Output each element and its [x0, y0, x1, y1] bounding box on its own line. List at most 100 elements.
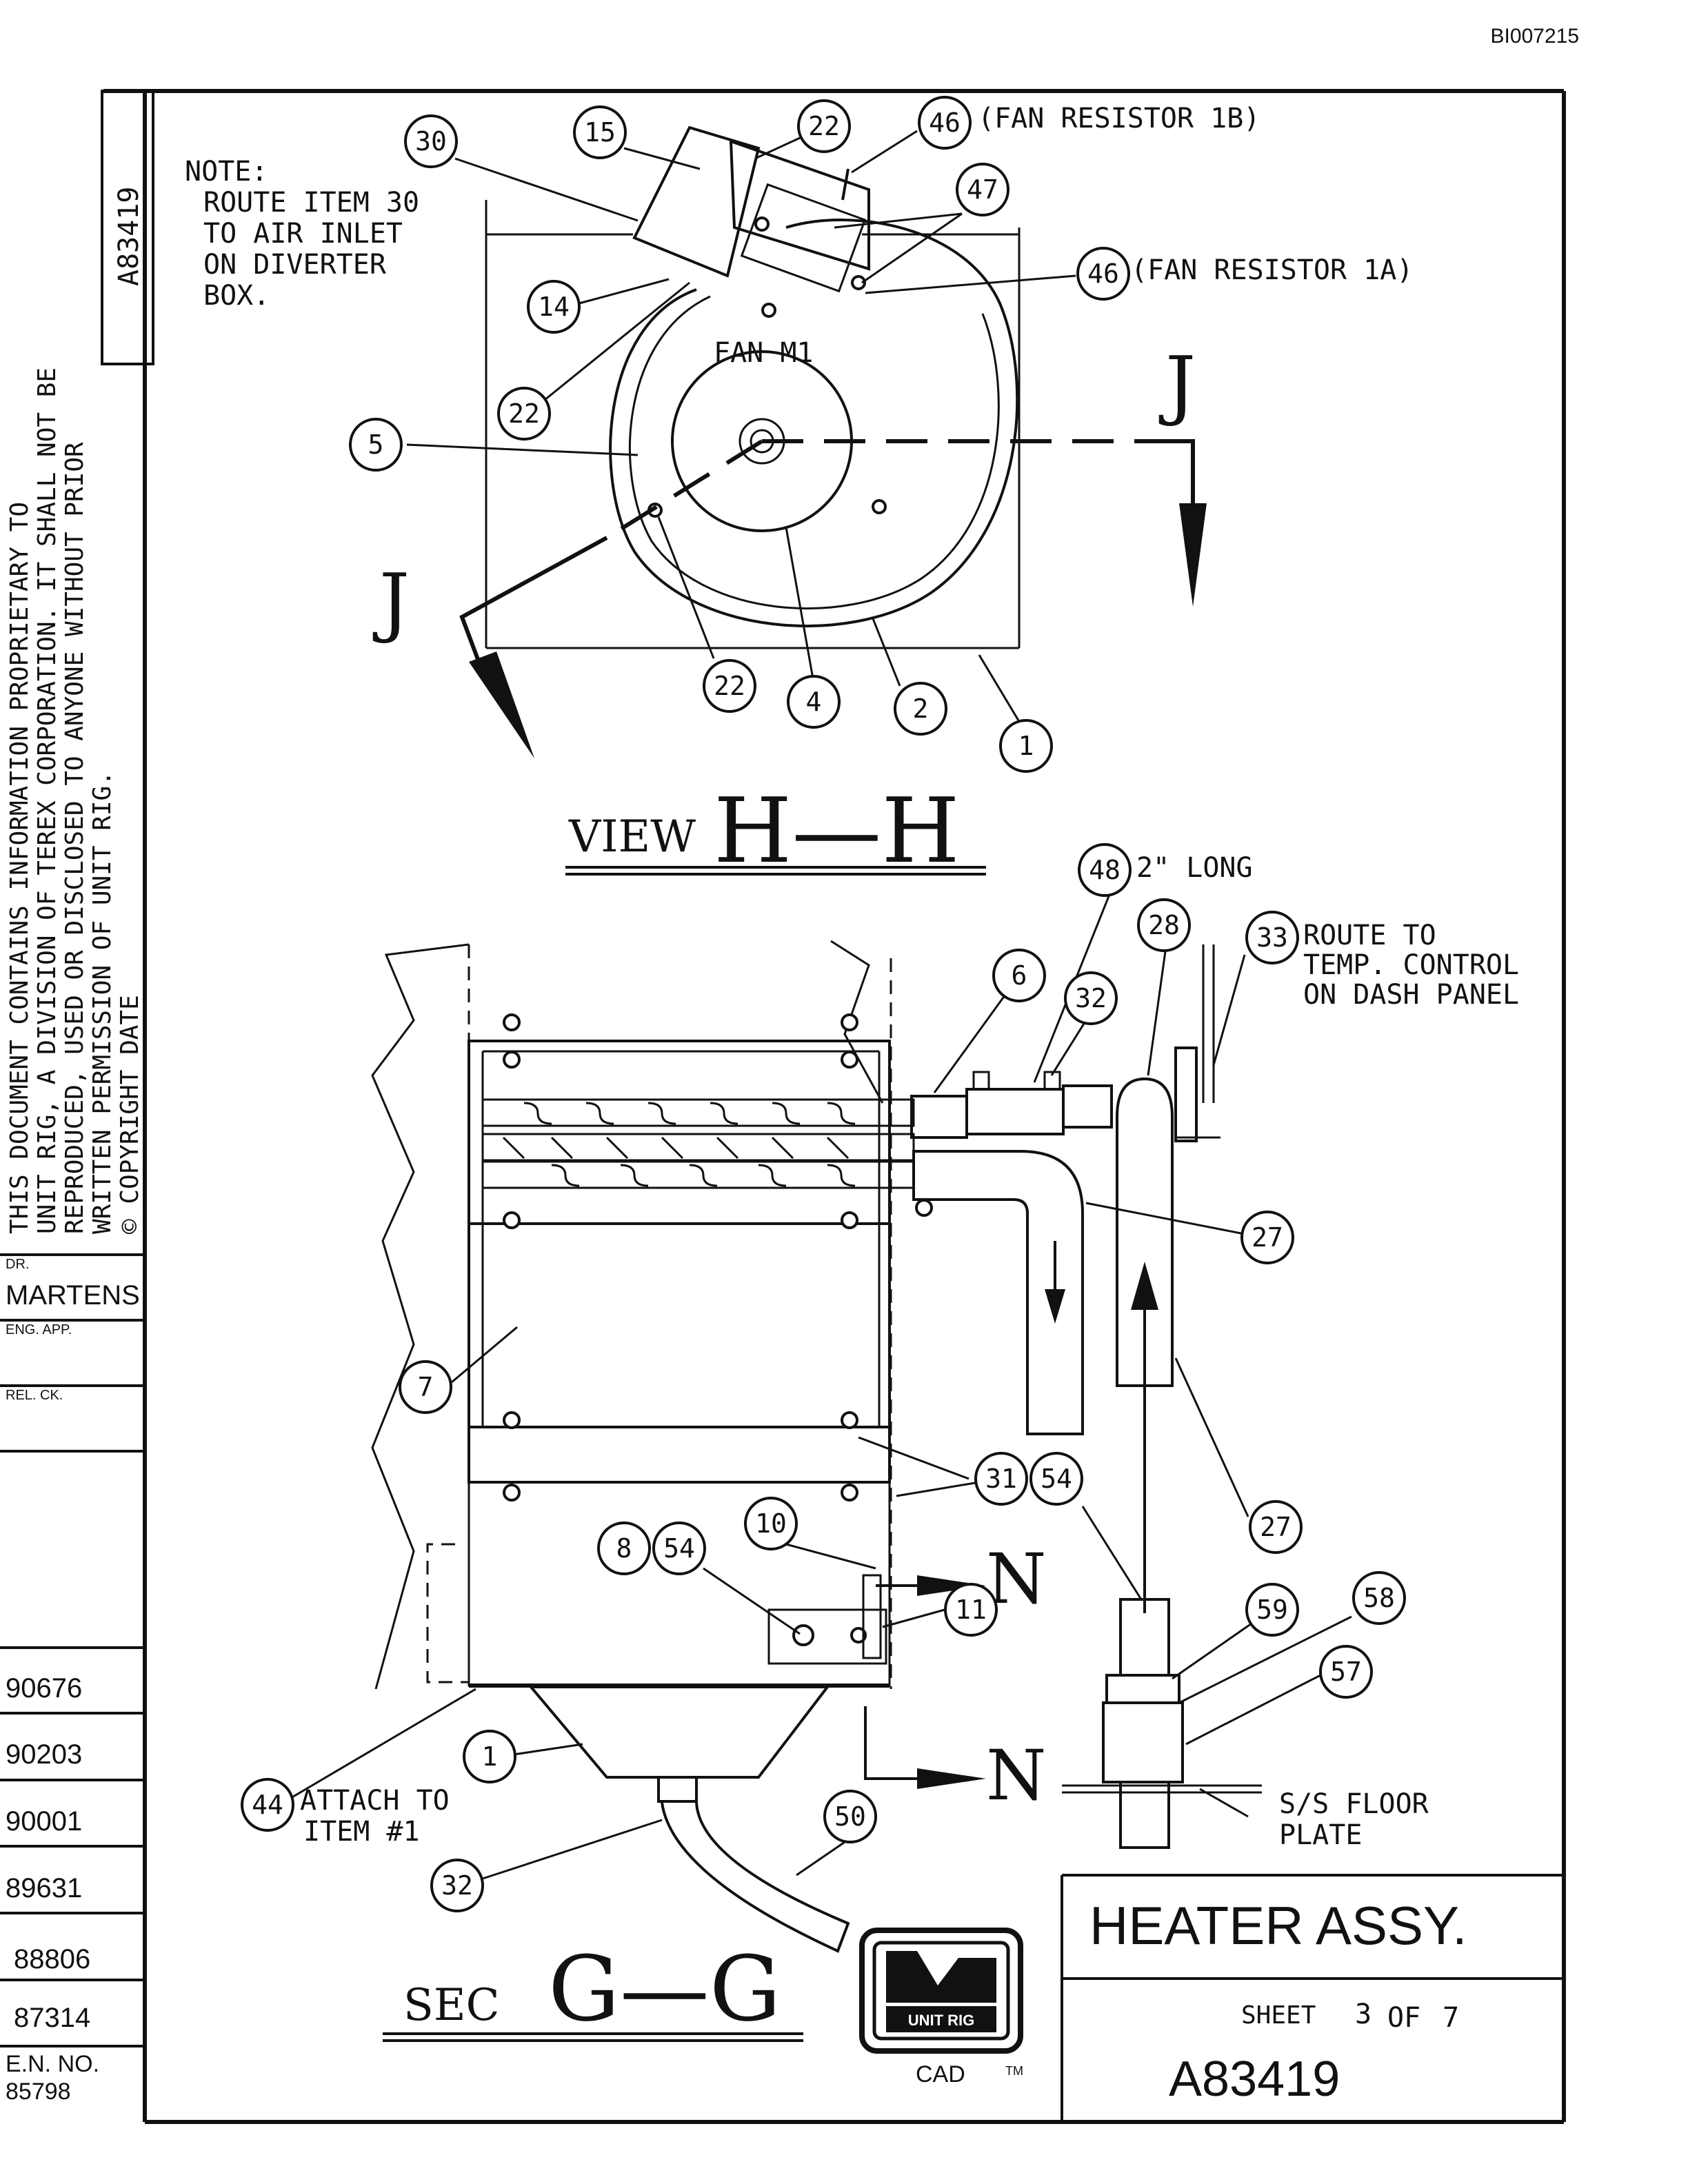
- callout-44-line-1: ATTACH TO: [300, 1785, 450, 1817]
- bubble-46b: 46: [918, 96, 972, 150]
- rel-label: REL. CK.: [6, 1388, 63, 1403]
- tm-label: TM: [1005, 2064, 1023, 2078]
- sheet-of: OF: [1387, 2002, 1420, 2034]
- svg-text:50: 50: [834, 1801, 866, 1832]
- svg-text:44: 44: [252, 1790, 283, 1820]
- section-j-right: J: [1158, 340, 1196, 428]
- svg-text:30: 30: [415, 126, 447, 156]
- sheet-total: 7: [1443, 2002, 1459, 2034]
- titleblock-title: HEATER ASSY.: [1089, 1895, 1467, 1956]
- notice-line-1: THIS DOCUMENT CONTAINS INFORMATION PROPR…: [6, 502, 34, 1234]
- bubble-57: 57: [1319, 1645, 1373, 1699]
- svg-text:47: 47: [967, 174, 998, 205]
- svg-text:22: 22: [508, 398, 540, 429]
- bubble-46a: 46: [1076, 247, 1130, 301]
- titleblock: [1061, 1874, 1564, 2122]
- svg-text:32: 32: [1075, 983, 1107, 1013]
- note-line-4: ON DIVERTER: [203, 249, 387, 281]
- sec-gg-letters: G—G: [548, 1937, 781, 2041]
- cad-label: CAD: [916, 2061, 965, 2087]
- svg-text:7: 7: [418, 1372, 434, 1402]
- view-hh-letters: H—H: [714, 778, 960, 883]
- unit-rig-logo: UNIT RIG: [859, 1928, 1023, 2054]
- rev-3: 90001: [6, 1806, 82, 1837]
- bubble-54b: 54: [652, 1521, 706, 1575]
- svg-text:1: 1: [482, 1741, 498, 1772]
- callout-48-text: 2" LONG: [1136, 852, 1253, 884]
- callout-44-line-2: ITEM #1: [303, 1816, 420, 1848]
- svg-text:5: 5: [368, 429, 384, 460]
- svg-text:32: 32: [441, 1870, 473, 1901]
- svg-text:33: 33: [1256, 922, 1288, 953]
- sheet-label: SHEET: [1241, 2001, 1316, 2030]
- svg-text:1: 1: [1018, 731, 1034, 761]
- svg-text:22: 22: [714, 671, 745, 701]
- bubble-22a: 22: [797, 99, 851, 153]
- rev-2: 90203: [6, 1739, 82, 1770]
- sec-gg-drawing: [282, 892, 1352, 1953]
- fan-resistor-1b: (FAN RESISTOR 1B): [978, 103, 1260, 134]
- callout-33-line-2: TEMP. CONTROL: [1303, 949, 1519, 981]
- floor-plate-line-1: S/S FLOOR: [1279, 1788, 1429, 1820]
- fan-label: FAN M1: [714, 337, 814, 369]
- eng-label: ENG. APP.: [6, 1322, 72, 1337]
- note-text: NOTE: ROUTE ITEM 30 TO AIR INLET ON DIVE…: [185, 156, 419, 312]
- svg-text:31: 31: [985, 1464, 1017, 1494]
- section-n-bottom: N: [986, 1735, 1047, 1816]
- rev-6: 87314: [14, 2003, 90, 2033]
- svg-text:58: 58: [1363, 1583, 1395, 1613]
- svg-text:22: 22: [808, 111, 840, 141]
- svg-text:59: 59: [1256, 1595, 1288, 1625]
- bubble-32b: 32: [430, 1859, 484, 1912]
- bubble-47: 47: [956, 163, 1009, 216]
- bubble-59: 59: [1245, 1583, 1299, 1637]
- svg-text:48: 48: [1089, 855, 1121, 885]
- bubble-28: 28: [1137, 898, 1191, 952]
- proprietary-notice: THIS DOCUMENT CONTAINS INFORMATION PROPR…: [6, 367, 144, 1234]
- notice-line-3: REPRODUCED, USED OR DISCLOSED TO ANYONE …: [61, 442, 89, 1234]
- bubble-15: 15: [573, 105, 627, 159]
- bubble-2: 2: [894, 682, 947, 736]
- rev-1: 90676: [6, 1673, 82, 1703]
- svg-text:57: 57: [1330, 1657, 1362, 1687]
- sec-gg-title: SEC G—G: [383, 1937, 803, 2042]
- bubble-8: 8: [597, 1521, 651, 1575]
- svg-text:46: 46: [1087, 259, 1119, 289]
- bubble-44: 44: [241, 1778, 294, 1832]
- dr-label: DR.: [6, 1257, 29, 1272]
- sec-gg-prefix: SEC: [403, 1980, 500, 2031]
- note-line-3: TO AIR INLET: [203, 218, 403, 250]
- left-titleblock: [0, 1253, 145, 2048]
- section-j-left: J: [372, 557, 410, 645]
- svg-text:15: 15: [584, 117, 616, 148]
- callout-33-line-3: ON DASH PANEL: [1303, 979, 1519, 1011]
- bubble-27a: 27: [1240, 1211, 1294, 1264]
- svg-text:4: 4: [806, 687, 822, 717]
- view-hh-title: VIEW H—H: [565, 778, 986, 883]
- bubble-1b: 1: [463, 1730, 516, 1783]
- drawing-no-vertical: A83419: [113, 187, 145, 287]
- bubble-14: 14: [527, 280, 581, 334]
- note-line-5: BOX.: [203, 280, 270, 312]
- sheet-no: 3: [1355, 1999, 1372, 2030]
- bubble-48: 48: [1078, 843, 1132, 897]
- titleblock-drawing-no: A83419: [1169, 2052, 1340, 2107]
- rev-5: 88806: [14, 1944, 90, 1974]
- svg-text:10: 10: [755, 1508, 787, 1539]
- notice-line-2: UNIT RIG, A DIVISION OF TEREX CORPORATIO…: [33, 367, 61, 1234]
- svg-text:8: 8: [616, 1533, 632, 1564]
- bubble-4: 4: [787, 675, 841, 729]
- svg-text:54: 54: [1041, 1464, 1072, 1494]
- svg-text:27: 27: [1260, 1512, 1292, 1542]
- callout-33-line-1: ROUTE TO: [1303, 920, 1436, 951]
- bubble-11: 11: [944, 1583, 998, 1637]
- bubble-58: 58: [1352, 1571, 1406, 1625]
- bubble-33: 33: [1245, 911, 1299, 964]
- view-hh-drawing: [406, 125, 1207, 758]
- note-line-2: ROUTE ITEM 30: [203, 187, 419, 219]
- bubble-6: 6: [992, 949, 1046, 1002]
- fan-resistor-1a: (FAN RESISTOR 1A): [1131, 254, 1413, 286]
- notice-line-4: WRITTEN PERMISSION OF UNIT RIG.: [88, 771, 117, 1234]
- notice-line-5: © COPYRIGHT DATE ________________: [116, 740, 144, 1234]
